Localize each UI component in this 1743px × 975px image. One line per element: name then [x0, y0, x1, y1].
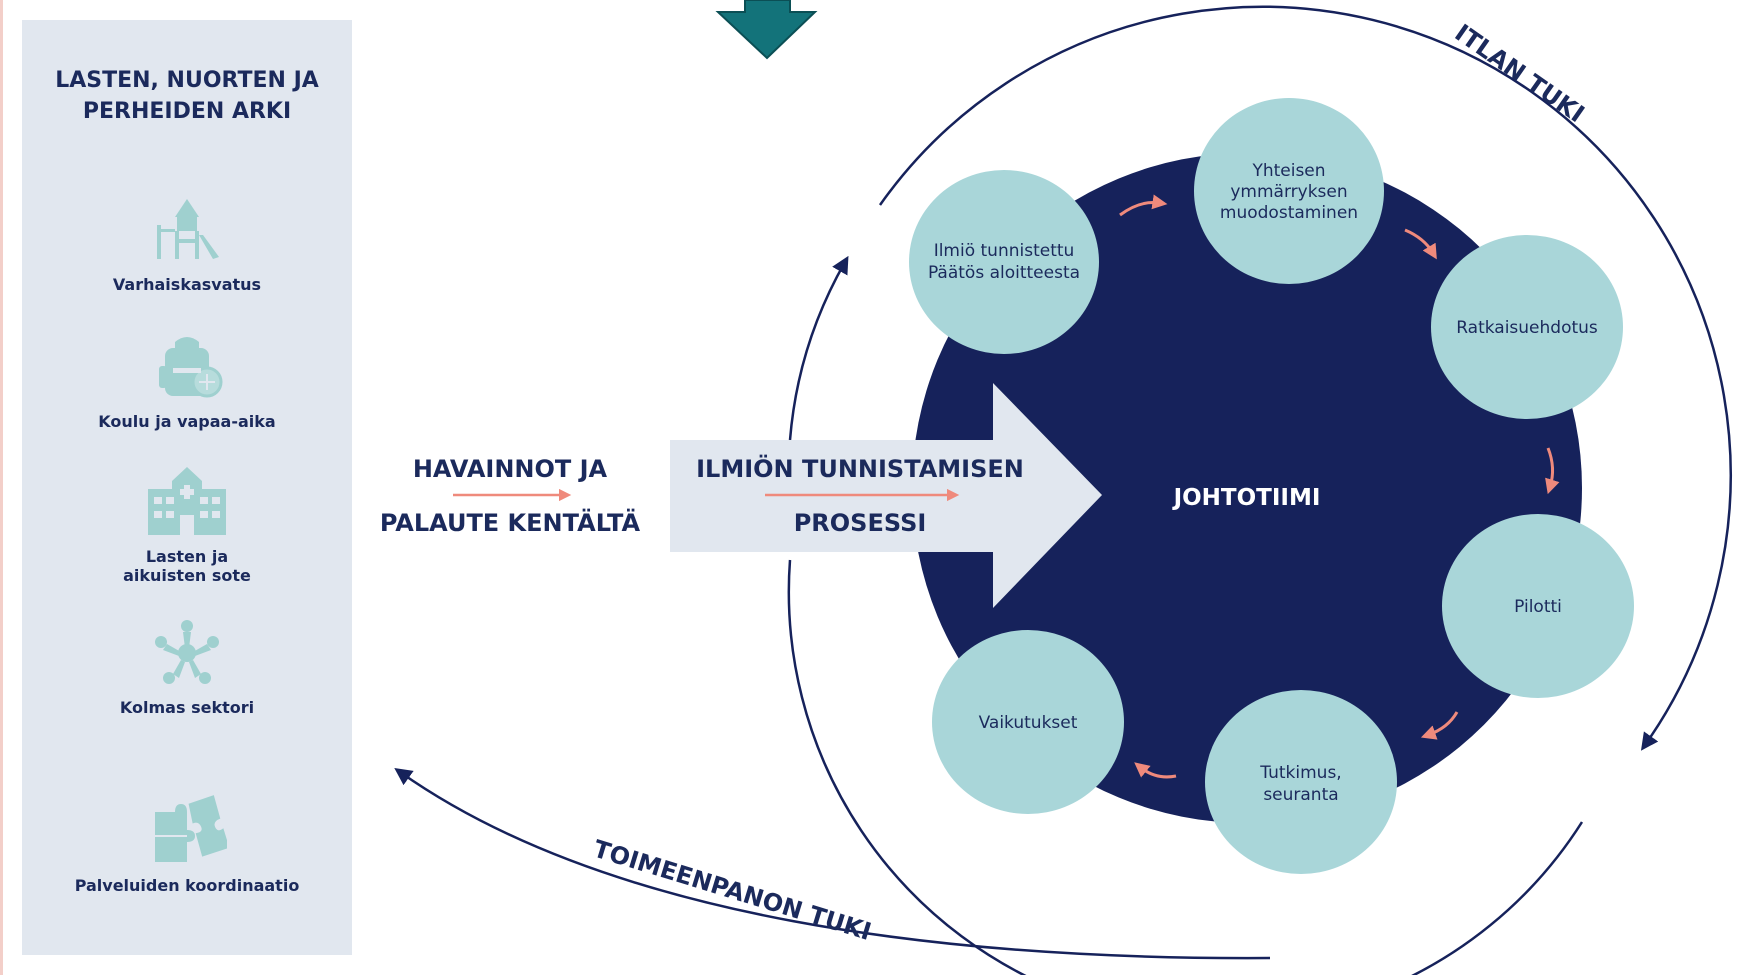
sidebar-item-koordinaatio: Palveluiden koordinaatio: [22, 792, 352, 895]
backpack-icon: [159, 337, 223, 398]
itlan-tuki-label: ITLAN TUKI: [1450, 19, 1590, 129]
sidebar-title: LASTEN, NUORTEN JA PERHEIDEN ARKI: [55, 68, 319, 124]
toimeenpanon-tuki-arrow: [394, 767, 1271, 960]
sidebar-item-label: Koulu ja vapaa-aika: [98, 412, 276, 431]
sidebar-item-sote: Lasten ja aikuisten sote: [22, 465, 352, 585]
community-icon: [155, 620, 219, 684]
sidebar-item-varhaiskasvatus: Varhaiskasvatus: [22, 195, 352, 294]
input-label-line2: PALAUTE KENTÄLTÄ: [380, 508, 641, 537]
cycle-arrow-3: [1545, 447, 1560, 495]
process-label-line2: PROSESSI: [794, 509, 927, 537]
svg-text:Ratkaisuehdotus: Ratkaisuehdotus: [1456, 318, 1598, 338]
process-label-line1: ILMIÖN TUNNISTAMISEN: [696, 453, 1024, 483]
svg-text:Tutkimus,: Tutkimus,: [1259, 763, 1341, 783]
node-ratkaisuehdotus: Ratkaisuehdotus: [1431, 235, 1623, 419]
node-label-line: Yhteisen: [1251, 161, 1325, 181]
sidebar-item-label: Varhaiskasvatus: [112, 275, 262, 294]
cycle-arrow-5: [1134, 762, 1177, 779]
node-tutkimus-seuranta: Tutkimus, seuranta: [1205, 690, 1397, 874]
node-ilmio-tunnistettu: Ilmiö tunnistettu Päätös aloitteesta: [909, 170, 1099, 354]
left-border: [0, 0, 3, 975]
node-label-line: Pilotti: [1514, 597, 1562, 617]
svg-text:Yhteisen: Yhteisen: [1251, 161, 1325, 181]
outer-support-arc-top: [878, 5, 1732, 751]
svg-text:muodostaminen: muodostaminen: [1220, 203, 1358, 223]
outer-support-arc-bottom: [787, 559, 1584, 975]
sidebar-item-kolmas-sektori: Kolmas sektori: [22, 618, 352, 717]
toimeenpanon-tuki-label: TOIMEENPANON TUKI: [590, 835, 874, 946]
svg-text:Vaikutukset: Vaikutukset: [979, 713, 1078, 733]
hospital-icon: [148, 467, 226, 535]
sidebar-item-label: Kolmas sektori: [119, 698, 255, 717]
top-incoming-arrow: [715, 0, 818, 60]
node-label-line: Ilmiö tunnistettu: [934, 241, 1075, 261]
node-label-line: ymmärryksen: [1230, 182, 1347, 202]
center-label: JOHTOTIIMI: [1172, 485, 1321, 511]
outer-support-arc-left: [788, 255, 849, 441]
input-label-line1: HAVAINNOT JA: [413, 455, 608, 483]
cycle-arrow-2: [1404, 228, 1437, 260]
sidebar-item-koulu: Koulu ja vapaa-aika: [22, 332, 352, 431]
node-label-line: seuranta: [1263, 785, 1338, 805]
node-vaikutukset: Vaikutukset: [932, 630, 1124, 814]
playground-icon: [157, 199, 219, 259]
svg-text:Päätös aloitteesta: Päätös aloitteesta: [928, 263, 1080, 283]
node-label-line: Tutkimus,: [1259, 763, 1341, 783]
sidebar-panel: LASTEN, NUORTEN JA PERHEIDEN ARKI Varhai…: [22, 20, 352, 955]
node-label-line: Päätös aloitteesta: [928, 263, 1080, 283]
puzzle-icon: [155, 795, 227, 862]
cycle-arrow-1: [1119, 194, 1168, 217]
svg-text:seuranta: seuranta: [1263, 785, 1338, 805]
svg-text:ymmärryksen: ymmärryksen: [1230, 182, 1347, 202]
sidebar-item-label: Lasten ja aikuisten sote: [123, 547, 251, 585]
svg-text:Ilmiö tunnistettu: Ilmiö tunnistettu: [934, 241, 1075, 261]
node-label-line: Vaikutukset: [979, 713, 1078, 733]
node-pilotti: Pilotti: [1442, 514, 1634, 698]
cycle-arrow-4: [1420, 711, 1459, 740]
node-label-line: muodostaminen: [1220, 203, 1358, 223]
svg-text:Pilotti: Pilotti: [1514, 597, 1562, 617]
node-label-line: Ratkaisuehdotus: [1456, 318, 1598, 338]
sidebar-item-label: Palveluiden koordinaatio: [74, 876, 300, 895]
node-yhteisen-ymmarryksen: Yhteisen ymmärryksen muodostaminen: [1194, 98, 1384, 284]
